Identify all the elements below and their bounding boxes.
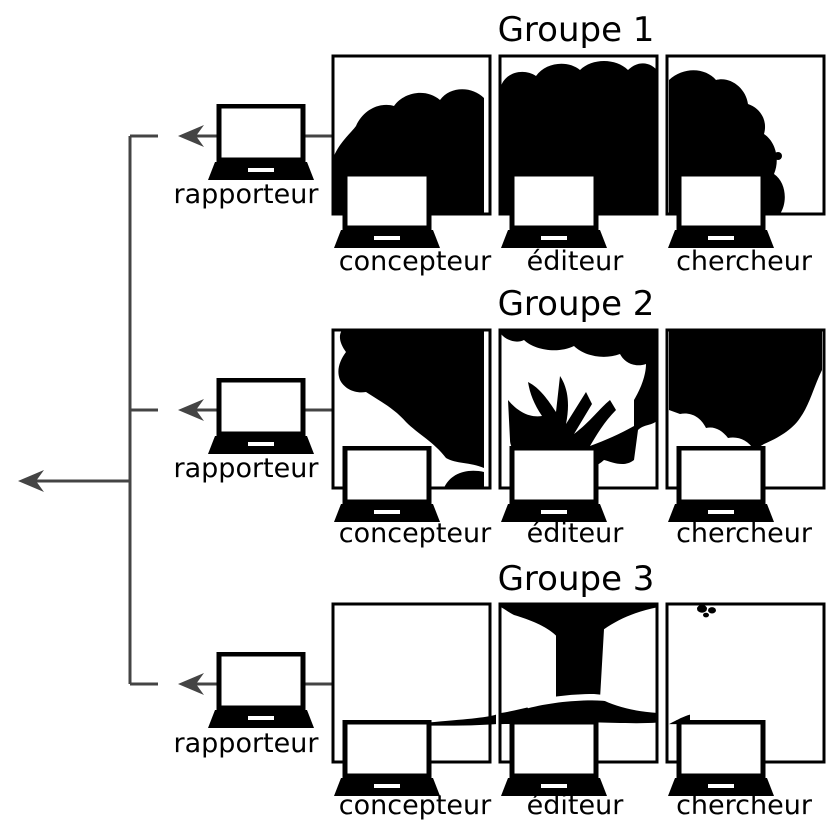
reporter-label: rapporteur bbox=[174, 453, 320, 484]
arrow-left-icon bbox=[178, 673, 204, 695]
role-label-editeur: éditeur bbox=[527, 518, 625, 549]
group-title: Groupe 1 bbox=[498, 10, 655, 50]
editeur-laptop-icon bbox=[501, 722, 607, 796]
arrow-left-icon bbox=[178, 399, 204, 421]
reporter-laptop-icon bbox=[208, 380, 314, 454]
concepteur-laptop-icon bbox=[334, 448, 440, 522]
reporter-label: rapporteur bbox=[174, 179, 320, 210]
reporter-laptop-icon bbox=[208, 654, 314, 728]
role-label-chercheur: chercheur bbox=[676, 246, 813, 277]
chercheur-laptop-icon bbox=[668, 174, 774, 248]
reporter-label: rapporteur bbox=[174, 728, 320, 759]
role-label-concepteur: concepteur bbox=[339, 790, 492, 821]
shared-image-trunk bbox=[428, 604, 716, 726]
group-1: Groupe 1 rapporteur concepteur éditeur c… bbox=[174, 10, 826, 277]
editeur-laptop-icon bbox=[501, 174, 607, 248]
reporter-laptop-icon bbox=[208, 106, 314, 180]
group-3: Groupe 3 rapporteur concepteur éditeur c… bbox=[174, 559, 826, 821]
role-label-concepteur: concepteur bbox=[339, 518, 492, 549]
group-title: Groupe 3 bbox=[498, 559, 655, 599]
chercheur-laptop-icon bbox=[668, 448, 774, 522]
role-label-editeur: éditeur bbox=[527, 790, 625, 821]
role-label-chercheur: chercheur bbox=[676, 518, 813, 549]
arrow-left-icon bbox=[18, 470, 44, 492]
arrow-left-icon bbox=[178, 125, 204, 147]
chercheur-laptop-icon bbox=[668, 722, 774, 796]
role-label-editeur: éditeur bbox=[527, 246, 625, 277]
group-2: Groupe 2 rapporteur concepteur éditeur c… bbox=[174, 284, 826, 549]
output-connector bbox=[18, 134, 158, 686]
group-title: Groupe 2 bbox=[498, 284, 655, 324]
role-label-chercheur: chercheur bbox=[676, 790, 813, 821]
role-label-concepteur: concepteur bbox=[339, 246, 492, 277]
concepteur-laptop-icon bbox=[334, 174, 440, 248]
editeur-laptop-icon bbox=[501, 448, 607, 522]
concepteur-laptop-icon bbox=[334, 722, 440, 796]
